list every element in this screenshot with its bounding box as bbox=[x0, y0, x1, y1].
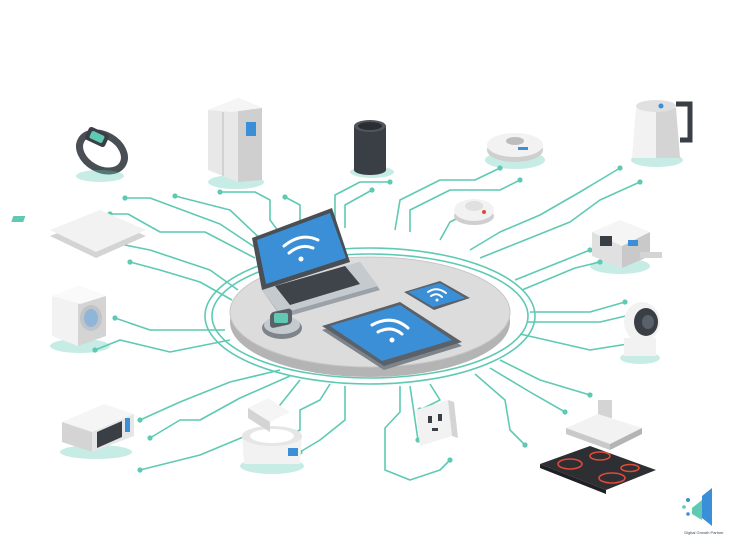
robot-vacuum bbox=[485, 133, 545, 169]
washing-machine bbox=[50, 286, 110, 353]
refrigerator bbox=[208, 98, 264, 189]
brand-logo bbox=[682, 488, 712, 526]
wifi-icon bbox=[282, 235, 320, 262]
smart-speaker bbox=[350, 120, 394, 178]
tablet bbox=[322, 302, 462, 370]
coffee-machine bbox=[590, 220, 662, 274]
induction-cooktop bbox=[540, 446, 656, 494]
smartwatch bbox=[262, 308, 302, 339]
range-hood bbox=[566, 400, 642, 450]
brand-logo-text: Digital Growth Partner bbox=[684, 530, 724, 535]
wifi-icon bbox=[370, 318, 410, 343]
wifi-icon bbox=[427, 288, 447, 302]
microwave-oven bbox=[60, 404, 134, 459]
laptop bbox=[252, 208, 380, 318]
smoke-detector bbox=[454, 199, 494, 225]
security-camera bbox=[620, 302, 660, 364]
bathroom-scale bbox=[11, 210, 146, 258]
power-outlet bbox=[416, 400, 458, 446]
smartphone bbox=[404, 281, 470, 310]
rice-cooker bbox=[240, 398, 304, 474]
electric-kettle bbox=[631, 100, 693, 167]
fitness-band bbox=[76, 126, 128, 182]
